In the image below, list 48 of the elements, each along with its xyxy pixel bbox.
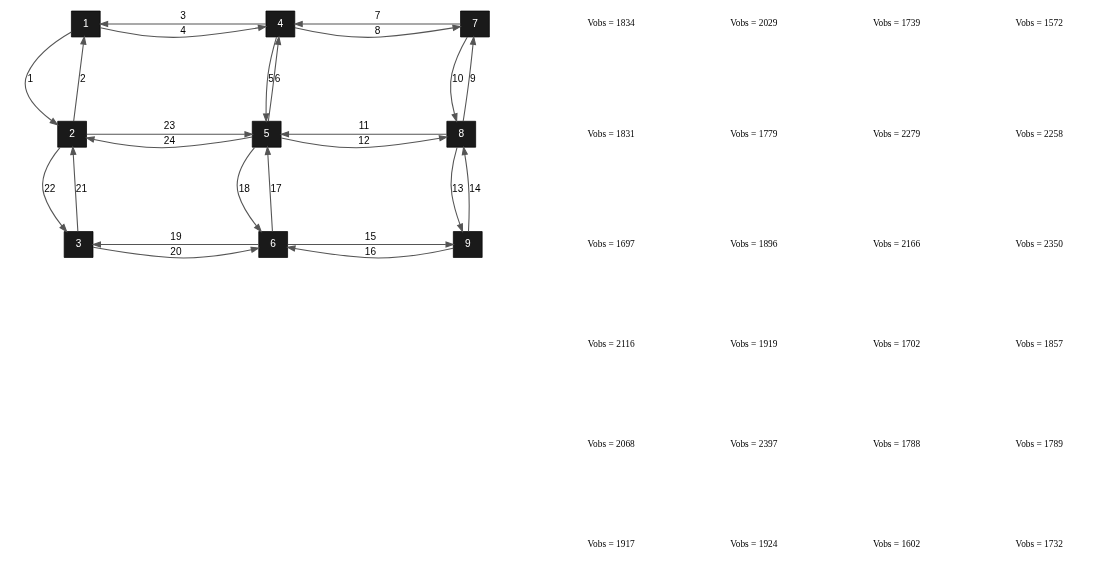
edge-label: 3 (179, 10, 186, 22)
label: Vobs = 1896 (729, 238, 777, 249)
label: Vobs = 2258 (1015, 128, 1063, 139)
label: Vobs = 1779 (729, 128, 777, 139)
edge-label: 15 (364, 230, 376, 242)
edge-label: 24 (163, 135, 175, 147)
edge-label: 12 (357, 135, 370, 147)
edge-label: 13 (451, 183, 463, 195)
label: Vobs = 1732 (1015, 539, 1063, 550)
edge-label: 16 (364, 245, 376, 257)
edge-label: 17 (269, 183, 282, 195)
label: Vobs = 2350 (1015, 238, 1063, 249)
edge-label: 22 (43, 183, 55, 195)
edge-label: 9 (469, 72, 476, 84)
edge-label: 18 (238, 183, 250, 195)
edge-label: 14 (468, 183, 481, 195)
edge-label: 20 (169, 245, 181, 257)
label: Vobs = 1919 (729, 339, 777, 350)
label: Vobs = 2166 (872, 238, 920, 249)
label: Vobs = 1697 (587, 238, 635, 249)
edge-label: 10 (451, 72, 463, 84)
edge-label: 1 (27, 72, 33, 84)
edge-label: 6 (274, 72, 280, 84)
label: Vobs = 2397 (729, 439, 777, 450)
edge-label: 2 (79, 72, 86, 84)
label: Vobs = 1834 (587, 18, 635, 29)
edge-label: 23 (163, 120, 175, 132)
edge-label: 5 (267, 72, 274, 84)
label: Vobs = 1924 (729, 539, 777, 550)
edge-label: 8 (374, 25, 380, 37)
label: Vobs = 1857 (1015, 339, 1063, 350)
label: Vobs = 1572 (1015, 18, 1063, 29)
edge-label: 7 (374, 10, 380, 22)
edge-label: 4 (179, 25, 186, 37)
label: Vobs = 1739 (872, 18, 920, 29)
label: Vobs = 2029 (729, 18, 777, 29)
label: Vobs = 1788 (872, 439, 920, 450)
edge-label: 19 (169, 230, 181, 242)
label: Vobs = 1602 (872, 539, 920, 550)
edge-label: 11 (358, 120, 369, 132)
label: Vobs = 1831 (587, 128, 635, 139)
label: Vobs = 2279 (872, 128, 920, 139)
label: Vobs = 1702 (872, 339, 920, 350)
label: Vobs = 2116 (587, 339, 635, 350)
label: Vobs = 1917 (587, 539, 635, 550)
label: Vobs = 1789 (1015, 439, 1063, 450)
label: Vobs = 2068 (587, 439, 635, 450)
edge-label: 21 (75, 183, 87, 195)
